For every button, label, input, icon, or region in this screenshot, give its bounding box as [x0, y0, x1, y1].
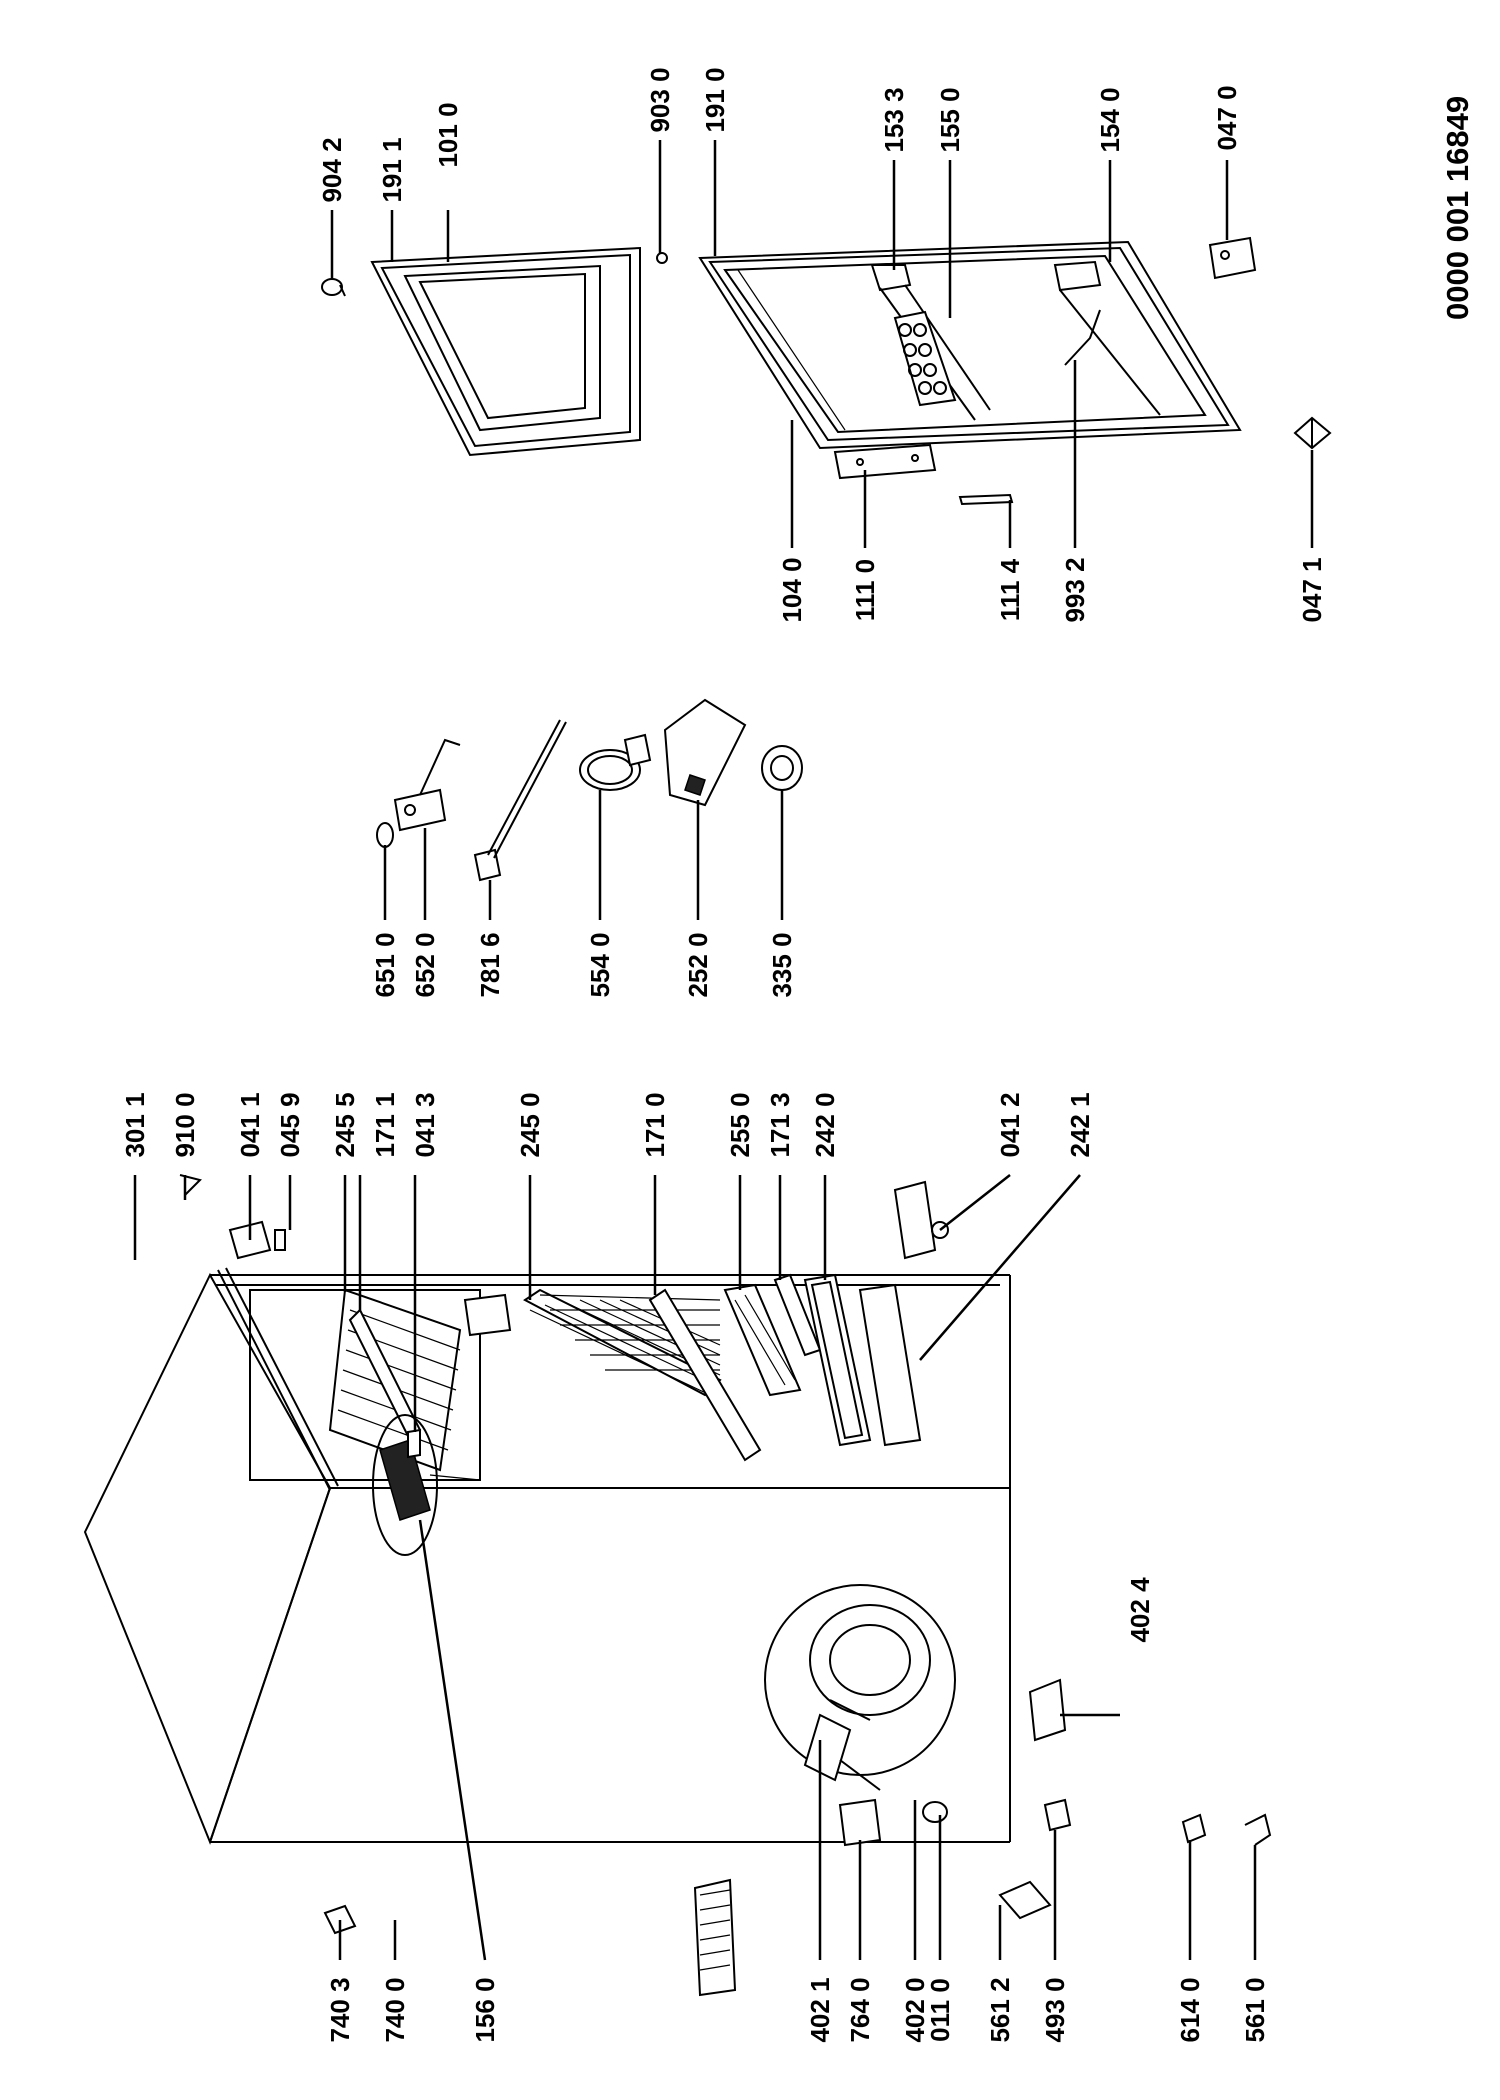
part-label-255-0: 255 0 [725, 1092, 755, 1157]
part-label-402-4: 402 4 [1125, 1577, 1155, 1643]
part-label-554-0: 554 0 [585, 932, 615, 997]
part-label-011-0: 011 0 [925, 1978, 955, 2042]
part-493-shape [1043, 1798, 1072, 1832]
strip-111-4 [958, 493, 1014, 506]
evaporator-245-0 [523, 1288, 722, 1397]
part-label-171-1: 171 1 [370, 1092, 400, 1157]
part-561-2-shape [998, 1880, 1052, 1920]
part-614-shape [1181, 1813, 1207, 1844]
part-label-242-1: 242 1 [1065, 1092, 1095, 1157]
part-label-614-0: 614 0 [1175, 1977, 1205, 2042]
thermostat-652 [393, 738, 461, 832]
part-label-191-1: 191 1 [377, 137, 407, 202]
top-strip-301 [217, 1267, 339, 1491]
part-label-191-0: 191 0 [700, 67, 730, 132]
spacer-740-3 [323, 1904, 357, 1935]
light-tube-781 [473, 719, 567, 882]
lamp-cover-252 [663, 698, 747, 807]
part-label-651-0: 651 0 [370, 932, 400, 997]
part-label-245-5: 245 5 [330, 1092, 360, 1157]
part-label-041-3: 041 3 [410, 1092, 440, 1157]
part-label-561-0: 561 0 [1240, 1977, 1270, 2042]
condenser-740 [693, 1878, 737, 1997]
part-label-781-6: 781 6 [475, 932, 505, 997]
part-label-740-0: 740 0 [380, 1977, 410, 2042]
main-door [698, 240, 1242, 450]
bulb-holder [463, 1293, 512, 1337]
freezer-door [370, 246, 641, 457]
part-label-402-0: 402 0 [900, 1977, 930, 2042]
part-label-154-0: 154 0 [1095, 87, 1125, 152]
compressor-402 [764, 1584, 956, 1791]
door-shelf-153 [870, 264, 991, 421]
part-label-904-2: 904 2 [317, 137, 347, 202]
part-label-155-0: 155 0 [935, 87, 965, 152]
part-label-335-0: 335 0 [767, 932, 797, 997]
small-parts-left [998, 1798, 1272, 1920]
part-label-245-0: 245 0 [515, 1092, 545, 1157]
part-label-764-0: 764 0 [845, 1977, 875, 2042]
knob-904 [321, 278, 346, 297]
part-label-047-0: 047 0 [1212, 85, 1242, 150]
part-label-740-3: 740 3 [325, 1977, 355, 2042]
pin-045-9 [274, 1229, 286, 1251]
part-label-903-0: 903 0 [645, 67, 675, 132]
relay-764 [838, 1798, 882, 1847]
document-id: 0000 001 16849 [1440, 96, 1475, 320]
ice-tray-156 [372, 1414, 481, 1556]
part-label-156-0: 156 0 [470, 1977, 500, 2042]
grommet-402-4 [1028, 1678, 1067, 1742]
egg-tray-155 [893, 310, 957, 407]
part-label-493-0: 493 0 [1040, 1977, 1070, 2042]
part-label-242-0: 242 0 [810, 1092, 840, 1157]
lamp-holder-554 [579, 733, 652, 791]
part-label-041-1: 041 1 [235, 1092, 265, 1157]
part-label-301-1: 301 1 [120, 1092, 150, 1157]
hinge-111 [833, 443, 937, 480]
part-label-402-1: 402 1 [805, 1977, 835, 2042]
drawer-bracket-041-3 [407, 1428, 421, 1459]
hinge-047-0 [1208, 236, 1257, 280]
part-label-652-0: 652 0 [410, 932, 440, 997]
crisper-242-0 [803, 1273, 872, 1447]
spring-993 [1064, 309, 1101, 366]
part-label-104-0: 104 0 [777, 557, 807, 622]
part-label-171-3: 171 3 [765, 1092, 795, 1157]
door-shelf-154 [1053, 260, 1161, 416]
side-bracket-041-2 [893, 1180, 949, 1260]
knob-335 [761, 745, 803, 791]
part-label-111-4: 111 4 [995, 558, 1025, 621]
part-label-153-3: 153 3 [879, 87, 909, 152]
part-label-171-0: 171 0 [640, 1092, 670, 1157]
shelf-171-0 [648, 1288, 762, 1462]
pin-910 [179, 1174, 202, 1196]
part-label-111-0: 111 0 [850, 559, 880, 621]
part-label-045-9: 045 9 [275, 1092, 305, 1157]
crisper-cover-242-1 [858, 1283, 922, 1447]
part-label-101-0: 101 0 [433, 102, 463, 167]
part-label-047-1: 047 1 [1297, 557, 1327, 622]
part-561-0-shape [1244, 1813, 1272, 1846]
screw-903 [656, 252, 668, 264]
part-label-561-2: 561 2 [985, 1977, 1015, 2042]
thermostat-knob-651 [376, 822, 394, 848]
part-label-910-0: 910 0 [170, 1092, 200, 1157]
part-label-993-2: 993 2 [1060, 557, 1090, 622]
part-label-041-2: 041 2 [995, 1092, 1025, 1157]
foot-047-1 [1293, 416, 1332, 450]
part-label-252-0: 252 0 [683, 932, 713, 997]
foot-011 [922, 1801, 948, 1823]
glass-shelf-255 [723, 1283, 802, 1397]
